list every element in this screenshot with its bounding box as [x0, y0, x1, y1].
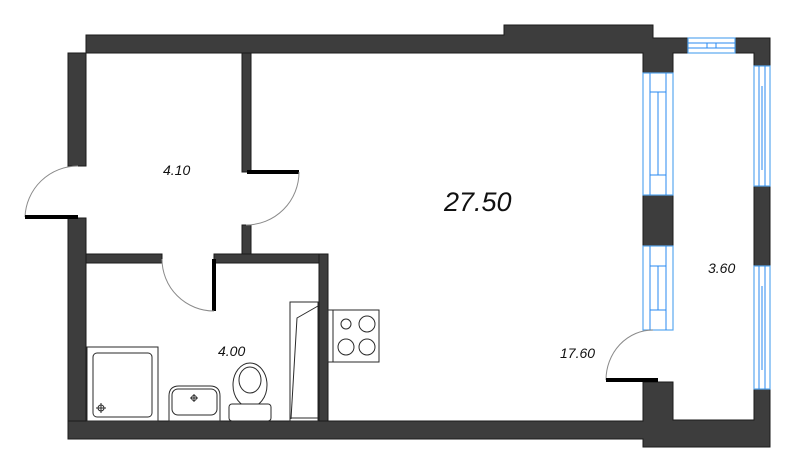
right-pier [642, 194, 674, 247]
shower-tray [86, 346, 159, 422]
window-right-lower [642, 245, 674, 331]
balcony-pier [753, 185, 771, 267]
toilet [228, 362, 272, 422]
stove [327, 309, 380, 363]
area-label-living-room: 17.60 [560, 345, 596, 361]
balcony-corner-top [734, 37, 771, 67]
hallway-room-wall-lower [241, 224, 252, 256]
balcony-door[interactable] [605, 329, 658, 382]
area-label-hallway: 4.10 [163, 162, 191, 178]
bathroom-door[interactable] [161, 258, 216, 312]
area-label-bathroom: 4.00 [218, 343, 246, 359]
interior-walls [85, 52, 329, 422]
kitchen-counter [289, 301, 319, 422]
top-wall [85, 24, 689, 74]
outer-walls [67, 24, 771, 448]
hallway-room-wall-upper [241, 52, 252, 173]
burner-icon [340, 318, 352, 330]
window-balcony-top [687, 37, 736, 54]
burner-icon [358, 338, 376, 356]
room-door[interactable] [245, 170, 300, 226]
bathroom-right-wall [318, 253, 329, 422]
area-label-total: 27.50 [444, 187, 512, 217]
bathroom-top-wall-left [85, 253, 163, 264]
window-balcony-side-upper [753, 65, 771, 187]
burner-icon [337, 338, 355, 356]
washbasin [168, 385, 221, 422]
window-right-upper [642, 72, 674, 196]
entrance-door[interactable] [24, 165, 79, 219]
left-wall-upper [67, 52, 87, 167]
window-balcony-side-lower [753, 265, 771, 390]
area-label-balcony: 3.60 [708, 260, 736, 276]
left-wall-lower [67, 217, 87, 440]
bathroom-top-wall-right [213, 253, 329, 264]
burner-icon [358, 315, 376, 333]
